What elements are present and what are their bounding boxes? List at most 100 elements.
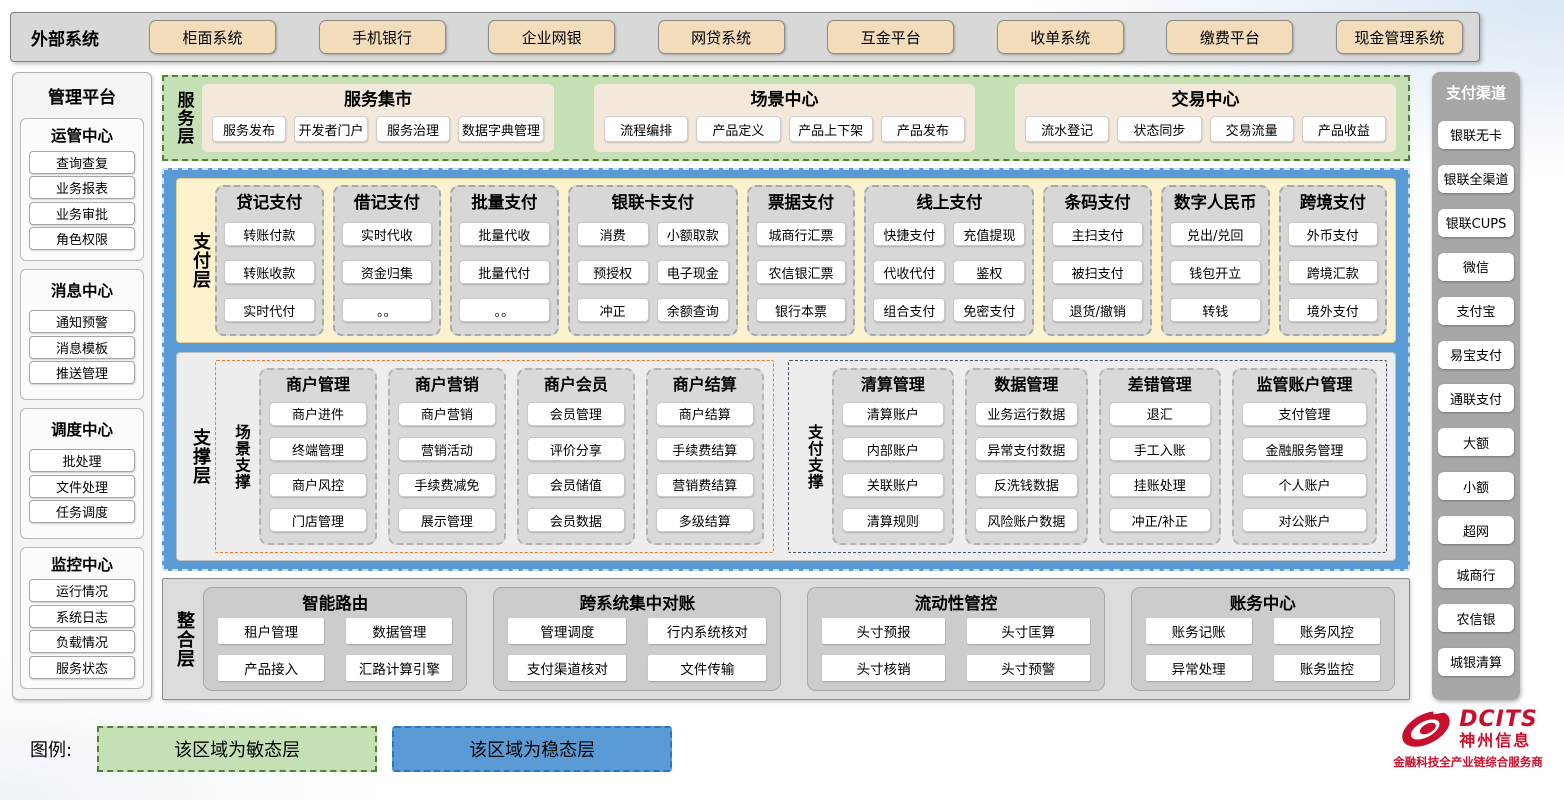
support-item-button[interactable]: 金融服务管理: [1242, 437, 1367, 461]
management-item-button[interactable]: 业务报表: [29, 176, 135, 199]
payment-channel-button[interactable]: 银联CUPS: [1438, 209, 1514, 237]
payment-channel-button[interactable]: 微信: [1438, 253, 1514, 281]
payment-item-button[interactable]: 被扫支付: [1052, 260, 1143, 284]
payment-item-button[interactable]: 实时代收: [342, 222, 433, 246]
support-item-button[interactable]: 商户结算: [656, 402, 754, 426]
external-system-button[interactable]: 手机银行: [319, 20, 446, 54]
payment-item-button[interactable]: 批量代付: [459, 260, 550, 284]
payment-channel-button[interactable]: 城银清算: [1438, 648, 1514, 676]
payment-item-button[interactable]: 批量代收: [459, 222, 550, 246]
integration-item-button[interactable]: 汇路计算引擎: [346, 655, 452, 681]
management-item-button[interactable]: 服务状态: [29, 656, 135, 679]
payment-channel-button[interactable]: 支付宝: [1438, 297, 1514, 325]
payment-item-button[interactable]: 消费: [577, 222, 649, 246]
management-item-button[interactable]: 查询查复: [29, 151, 135, 174]
support-item-button[interactable]: 展示管理: [398, 508, 496, 532]
integration-item-button[interactable]: 支付渠道核对: [508, 655, 626, 681]
payment-item-button[interactable]: 。。: [459, 298, 550, 322]
support-item-button[interactable]: 手续费减免: [398, 473, 496, 497]
payment-item-button[interactable]: 充值提现: [953, 222, 1025, 246]
management-item-button[interactable]: 推送管理: [29, 361, 135, 384]
payment-item-button[interactable]: 冲正: [577, 298, 649, 322]
payment-item-button[interactable]: 城商行汇票: [756, 222, 847, 246]
payment-item-button[interactable]: 预授权: [577, 260, 649, 284]
external-system-button[interactable]: 现金管理系统: [1336, 20, 1463, 54]
support-item-button[interactable]: 挂账处理: [1109, 473, 1211, 497]
support-item-button[interactable]: 会员数据: [527, 508, 625, 532]
service-item-button[interactable]: 服务发布: [212, 116, 286, 142]
support-item-button[interactable]: 个人账户: [1242, 473, 1367, 497]
integration-item-button[interactable]: 头寸预警: [967, 655, 1090, 681]
payment-channel-button[interactable]: 农信银: [1438, 604, 1514, 632]
support-item-button[interactable]: 商户风控: [269, 473, 367, 497]
payment-item-button[interactable]: 退货/撤销: [1052, 298, 1143, 322]
support-item-button[interactable]: 异常支付数据: [975, 437, 1077, 461]
support-item-button[interactable]: 对公账户: [1242, 508, 1367, 532]
management-item-button[interactable]: 任务调度: [29, 500, 135, 523]
payment-channel-button[interactable]: 银联全渠道: [1438, 165, 1514, 193]
support-item-button[interactable]: 支付管理: [1242, 402, 1367, 426]
payment-item-button[interactable]: 境外支付: [1288, 298, 1379, 322]
management-item-button[interactable]: 负载情况: [29, 630, 135, 653]
payment-item-button[interactable]: 。。: [342, 298, 433, 322]
payment-item-button[interactable]: 电子现金: [657, 260, 729, 284]
service-item-button[interactable]: 产品发布: [881, 116, 965, 142]
payment-item-button[interactable]: 银行本票: [756, 298, 847, 322]
payment-channel-button[interactable]: 超网: [1438, 516, 1514, 544]
support-item-button[interactable]: 冲正/补正: [1109, 508, 1211, 532]
management-item-button[interactable]: 文件处理: [29, 475, 135, 498]
service-item-button[interactable]: 开发者门户: [294, 116, 368, 142]
integration-item-button[interactable]: 行内系统核对: [648, 618, 766, 644]
support-item-button[interactable]: 清算规则: [842, 508, 944, 532]
integration-item-button[interactable]: 文件传输: [648, 655, 766, 681]
integration-item-button[interactable]: 头寸匡算: [967, 618, 1090, 644]
support-item-button[interactable]: 退汇: [1109, 402, 1211, 426]
payment-item-button[interactable]: 主扫支付: [1052, 222, 1143, 246]
integration-item-button[interactable]: 头寸核销: [822, 655, 945, 681]
payment-item-button[interactable]: 兑出/兑回: [1170, 222, 1261, 246]
payment-item-button[interactable]: 小额取款: [657, 222, 729, 246]
payment-channel-button[interactable]: 易宝支付: [1438, 341, 1514, 369]
payment-item-button[interactable]: 余额查询: [657, 298, 729, 322]
payment-item-button[interactable]: 免密支付: [953, 298, 1025, 322]
integration-item-button[interactable]: 账务监控: [1274, 655, 1380, 681]
payment-channel-button[interactable]: 银联无卡: [1438, 121, 1514, 149]
payment-item-button[interactable]: 农信银汇票: [756, 260, 847, 284]
service-item-button[interactable]: 流程编排: [604, 116, 688, 142]
management-item-button[interactable]: 通知预警: [29, 310, 135, 333]
support-item-button[interactable]: 营销活动: [398, 437, 496, 461]
integration-item-button[interactable]: 账务风控: [1274, 618, 1380, 644]
external-system-button[interactable]: 网贷系统: [658, 20, 785, 54]
external-system-button[interactable]: 收单系统: [997, 20, 1124, 54]
payment-channel-button[interactable]: 通联支付: [1438, 384, 1514, 412]
support-item-button[interactable]: 门店管理: [269, 508, 367, 532]
service-item-button[interactable]: 数据字典管理: [458, 116, 544, 142]
external-system-button[interactable]: 互金平台: [827, 20, 954, 54]
management-item-button[interactable]: 系统日志: [29, 605, 135, 628]
integration-item-button[interactable]: 租户管理: [218, 618, 324, 644]
support-item-button[interactable]: 内部账户: [842, 437, 944, 461]
payment-item-button[interactable]: 转钱: [1170, 298, 1261, 322]
support-item-button[interactable]: 评价分享: [527, 437, 625, 461]
service-item-button[interactable]: 状态同步: [1117, 116, 1201, 142]
payment-item-button[interactable]: 跨境汇款: [1288, 260, 1379, 284]
support-item-button[interactable]: 商户营销: [398, 402, 496, 426]
support-item-button[interactable]: 手工入账: [1109, 437, 1211, 461]
payment-channel-button[interactable]: 城商行: [1438, 560, 1514, 588]
integration-item-button[interactable]: 异常处理: [1146, 655, 1252, 681]
support-item-button[interactable]: 商户进件: [269, 402, 367, 426]
external-system-button[interactable]: 柜面系统: [149, 20, 276, 54]
support-item-button[interactable]: 业务运行数据: [975, 402, 1077, 426]
support-item-button[interactable]: 风险账户数据: [975, 508, 1077, 532]
integration-item-button[interactable]: 账务记账: [1146, 618, 1252, 644]
payment-channel-button[interactable]: 大额: [1438, 428, 1514, 456]
support-item-button[interactable]: 终端管理: [269, 437, 367, 461]
payment-item-button[interactable]: 转账付款: [224, 222, 315, 246]
support-item-button[interactable]: 营销费结算: [656, 473, 754, 497]
support-item-button[interactable]: 会员管理: [527, 402, 625, 426]
external-system-button[interactable]: 企业网银: [488, 20, 615, 54]
support-item-button[interactable]: 关联账户: [842, 473, 944, 497]
service-item-button[interactable]: 产品定义: [696, 116, 780, 142]
payment-item-button[interactable]: 组合支付: [873, 298, 945, 322]
management-item-button[interactable]: 业务审批: [29, 202, 135, 225]
